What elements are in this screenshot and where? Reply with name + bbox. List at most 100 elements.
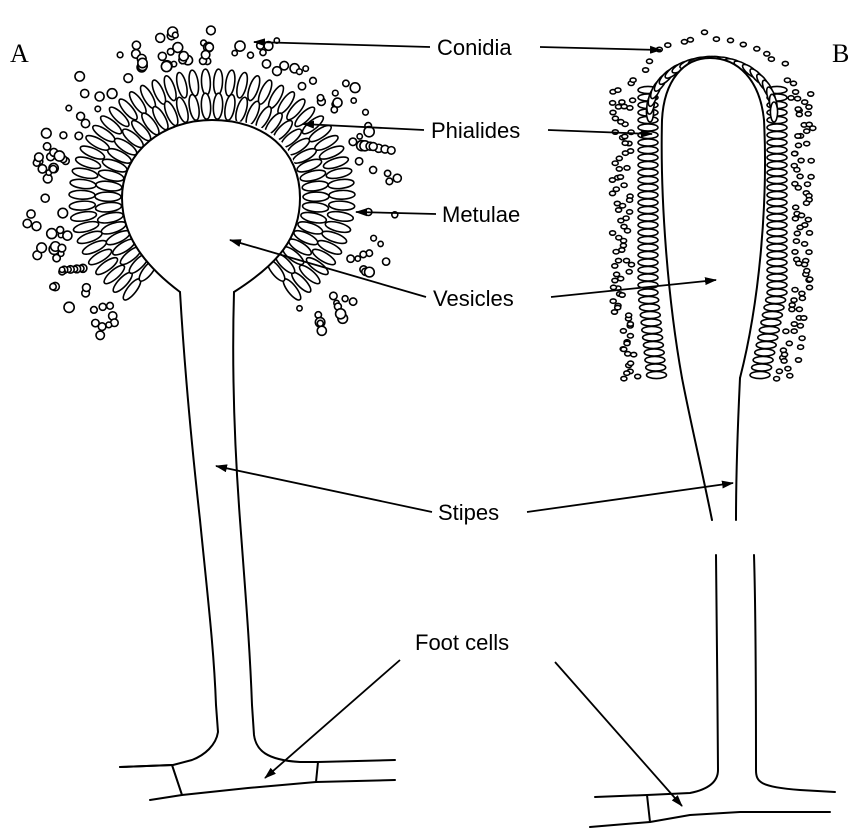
conidium (622, 141, 628, 145)
conidium (41, 194, 49, 202)
conidium (628, 361, 634, 365)
conidium (610, 110, 616, 114)
conidium (764, 52, 770, 56)
conidium (298, 83, 305, 90)
conidium (357, 134, 362, 139)
conidium (802, 100, 808, 104)
conidium (612, 264, 618, 268)
conidium (621, 239, 627, 243)
conidium (23, 219, 31, 227)
phialide (188, 70, 200, 97)
conidium (783, 329, 789, 333)
conidium (618, 120, 624, 124)
phialide (638, 229, 658, 236)
conidium (807, 231, 813, 235)
conidium (50, 283, 56, 289)
conidium (804, 201, 810, 205)
conidium (383, 258, 390, 265)
conidium (280, 61, 288, 69)
conidium (630, 78, 636, 82)
conidium (124, 74, 133, 83)
conidium (57, 227, 64, 234)
conidium (797, 225, 803, 229)
metula (201, 93, 212, 119)
phialide (767, 161, 787, 168)
conidium (621, 376, 627, 380)
conidium (624, 341, 630, 345)
conidium (179, 52, 188, 61)
conidium (793, 90, 799, 94)
conidium (386, 178, 393, 185)
phialide (750, 371, 770, 378)
phialide (329, 190, 355, 200)
conidium (32, 222, 41, 231)
phialide (767, 244, 787, 251)
conidium (795, 186, 801, 190)
label-stipes: Stipes (438, 500, 499, 525)
conidium (333, 98, 342, 107)
conidium (795, 96, 801, 100)
phialide (638, 274, 658, 281)
conidium (788, 96, 794, 100)
conidium (297, 306, 302, 311)
phialide (770, 102, 777, 122)
phialide (69, 190, 95, 200)
phialide (767, 229, 787, 236)
phialide (201, 69, 211, 95)
conidium (806, 250, 812, 254)
conidium (355, 158, 362, 165)
conidium (805, 182, 811, 186)
phialide (643, 334, 663, 341)
phialide (70, 178, 97, 190)
conidium (629, 262, 635, 266)
phialide (638, 214, 658, 221)
conidium (38, 165, 46, 173)
structure-b (590, 30, 835, 827)
conidium (351, 98, 356, 103)
label-metulae: Metulae (442, 202, 520, 227)
conidium (77, 112, 85, 120)
phialide (638, 184, 658, 191)
conidium (347, 255, 354, 262)
conidium (81, 89, 89, 97)
metula (223, 94, 237, 121)
phialide (69, 200, 96, 211)
phialide (638, 206, 658, 213)
structure-a (23, 26, 401, 800)
conidium (796, 112, 802, 116)
phialide (328, 200, 355, 211)
conidium (616, 167, 622, 171)
conidium (172, 32, 178, 38)
conidium (782, 61, 788, 65)
phialide (638, 139, 658, 146)
phialide (644, 349, 664, 356)
phialide (767, 281, 787, 288)
phialide (767, 251, 787, 258)
conidium (774, 377, 780, 381)
phialide (767, 139, 787, 146)
conidium (63, 231, 72, 240)
phialide (642, 326, 662, 333)
phialide (638, 154, 658, 161)
conidium (310, 77, 317, 84)
conidium (728, 38, 734, 42)
conidium (799, 213, 805, 217)
phialide (638, 251, 658, 258)
conidium (611, 285, 617, 289)
phialide (767, 236, 787, 243)
conidium (781, 359, 787, 363)
conidium (687, 38, 693, 42)
metula (213, 93, 224, 119)
phialide (640, 304, 660, 311)
conidium (616, 156, 622, 160)
panel-label-b: B (832, 39, 849, 68)
conidium (754, 47, 760, 51)
phialide (646, 364, 666, 371)
conidium (207, 26, 216, 35)
conidium (807, 285, 813, 289)
conidium (802, 242, 808, 246)
conidium (804, 129, 810, 133)
phialide (767, 221, 787, 228)
stipe-b (682, 378, 712, 520)
phialide (638, 199, 658, 206)
